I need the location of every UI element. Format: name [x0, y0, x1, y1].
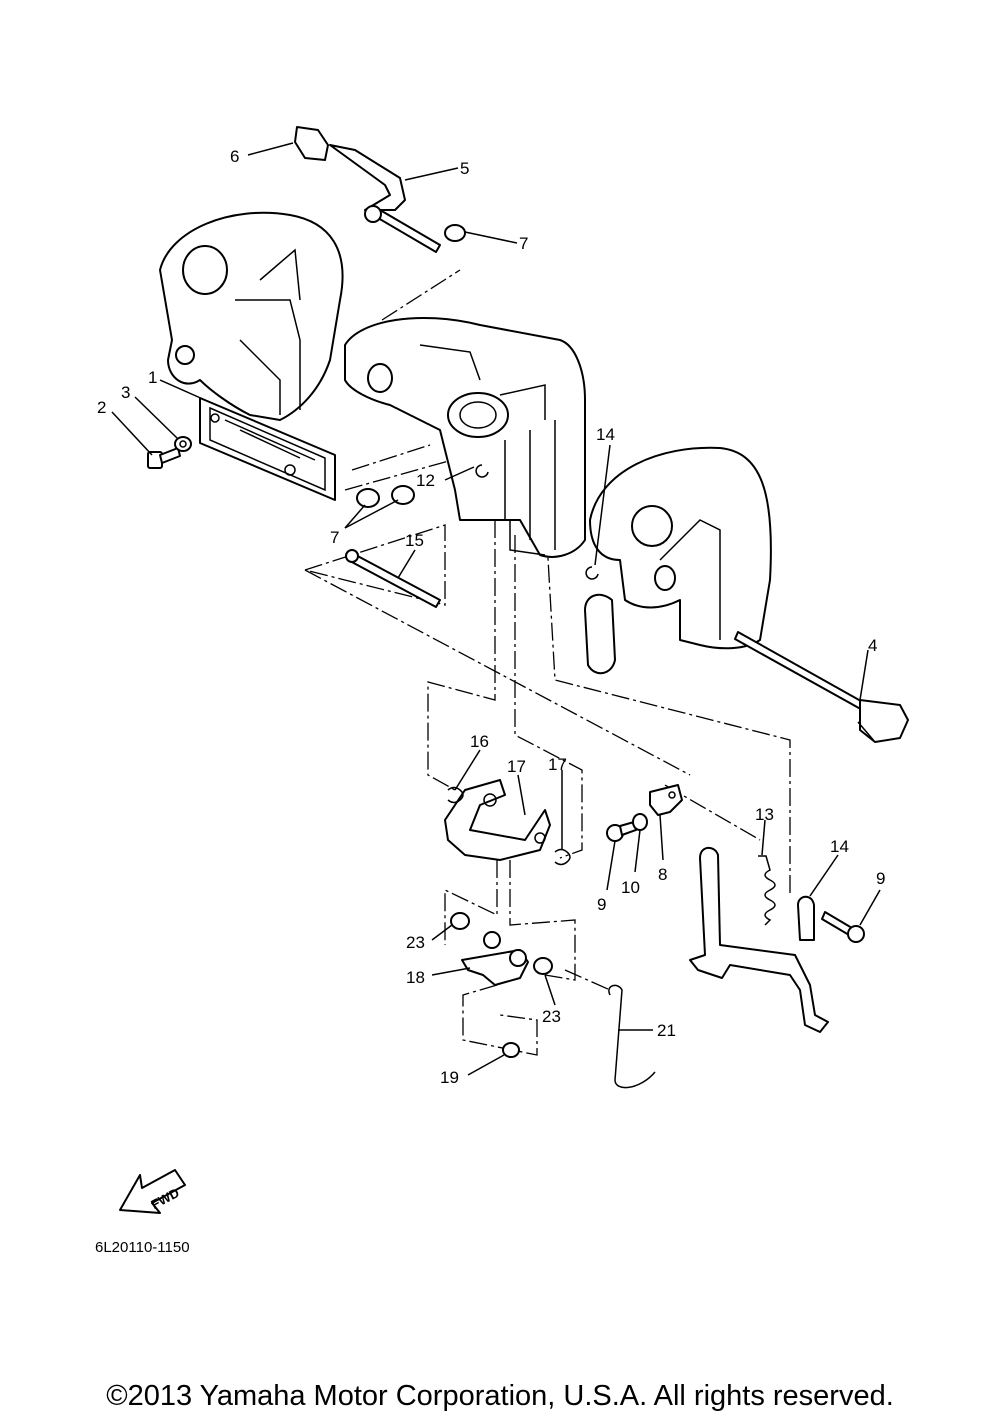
callout-7b: 7 — [330, 528, 339, 547]
part-11-bolt — [821, 911, 865, 943]
drawing-code: 6L20110-1150 — [95, 1239, 190, 1256]
left-clamp-bracket — [159, 211, 344, 421]
part-19-spring — [554, 848, 571, 866]
part-21-bushing — [502, 1042, 520, 1058]
part-18-spring — [447, 786, 464, 804]
part-10-washer — [632, 813, 648, 831]
callout-22: 21 — [657, 1021, 676, 1040]
callout-18: 16 — [470, 732, 489, 751]
callout-2: 2 — [97, 398, 106, 417]
part-22-wire — [608, 984, 656, 1089]
callout-23: 23 — [406, 933, 425, 952]
part-5-lever — [329, 144, 441, 253]
fwd-arrow-icon: FWD — [119, 1169, 186, 1214]
part-8-cam — [649, 784, 683, 816]
callout-16: 14 — [596, 425, 615, 444]
callout-14: 14 — [830, 837, 849, 856]
callout-20: 18 — [406, 968, 425, 987]
part-7-bushing — [356, 224, 466, 508]
callout-11: 9 — [876, 869, 885, 888]
part-13-spring — [758, 855, 776, 926]
callout-10: 10 — [621, 878, 640, 897]
part-4-rod — [734, 631, 909, 743]
callout-13: 13 — [755, 805, 774, 824]
callout-8: 8 — [658, 865, 667, 884]
callout-4: 4 — [868, 636, 877, 655]
callout-19: 17 — [548, 755, 567, 774]
part-6-grip — [294, 126, 329, 161]
part-2-bolt — [147, 447, 181, 469]
callout-5: 5 — [460, 159, 469, 178]
part-15-pin — [345, 549, 441, 608]
callout-1: 1 — [148, 368, 157, 387]
callout-12: 12 — [416, 471, 435, 490]
swivel-bracket — [344, 316, 586, 558]
part-1-plate — [199, 397, 336, 501]
part-12-clip — [475, 464, 489, 478]
part-14-lever — [689, 846, 829, 1033]
callout-labels: 6 5 7 1 3 2 14 12 7 15 4 16 17 17 13 14 … — [97, 147, 885, 1087]
part-23-collar — [450, 912, 553, 975]
copyright-notice: ©2013 Yamaha Motor Corporation, U.S.A. A… — [106, 1380, 894, 1412]
right-clamp-bracket — [584, 446, 772, 675]
callout-21: 19 — [440, 1068, 459, 1087]
callout-3: 3 — [121, 383, 130, 402]
callout-17: 17 — [507, 757, 526, 776]
leader-lines — [111, 142, 881, 1076]
callout-6: 6 — [230, 147, 239, 166]
callout-9: 9 — [597, 895, 606, 914]
part-17-bracket — [444, 779, 551, 861]
part-16-clip — [585, 566, 599, 580]
callout-7: 7 — [519, 234, 528, 253]
callout-15: 15 — [405, 531, 424, 550]
part-9-bolt — [606, 821, 637, 842]
callout-23b: 23 — [542, 1007, 561, 1026]
part-3-washer — [174, 436, 192, 452]
